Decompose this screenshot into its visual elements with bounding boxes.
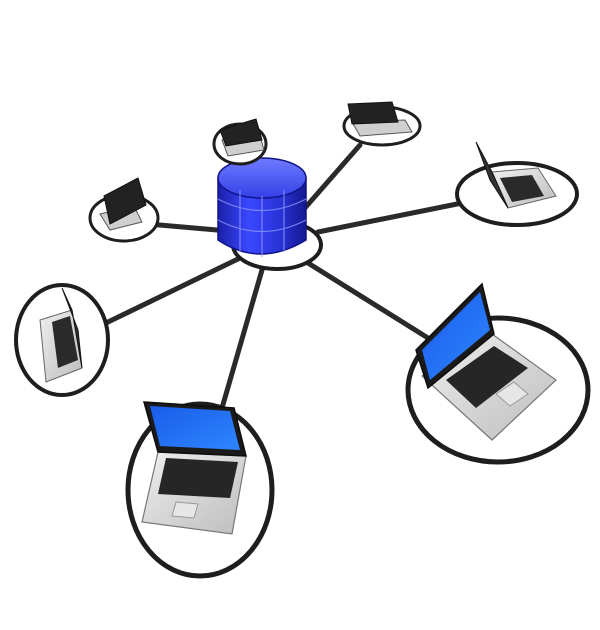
laptop-3 [455, 141, 579, 227]
laptop-4 [88, 177, 160, 243]
laptop-5 [14, 283, 110, 397]
link-laptop-6 [297, 255, 431, 341]
laptop-1 [212, 118, 268, 166]
laptop-6 [405, 282, 591, 465]
link-laptop-5 [105, 255, 243, 325]
link-laptop-7 [219, 267, 265, 411]
database-icon [217, 157, 307, 257]
laptop-2 [342, 101, 422, 147]
laptop-7 [125, 401, 275, 579]
link-laptop-3 [315, 200, 465, 235]
